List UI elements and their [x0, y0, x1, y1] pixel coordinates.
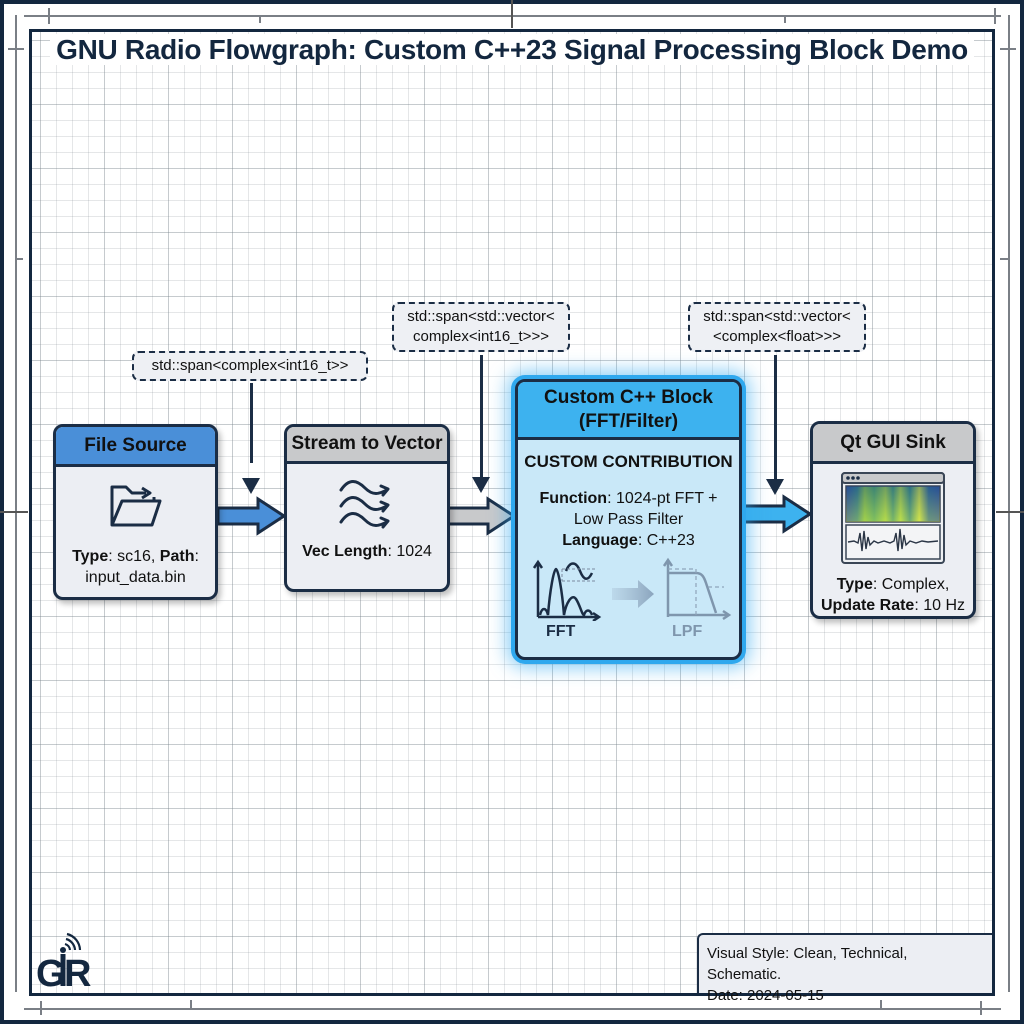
- block-qt-gui-sink[interactable]: Qt GUI Sink: [810, 421, 976, 619]
- block-header: File Source: [56, 427, 215, 467]
- field-value-path: input_data.bin: [85, 569, 186, 586]
- block-title: Stream to Vector: [291, 433, 443, 454]
- field-label: Function: [539, 490, 608, 507]
- type-label-vector-to-custom: std::span<std::vector< complex<int16_t>>…: [392, 302, 570, 352]
- flow-arrow-source-to-vector: [216, 496, 287, 536]
- dimension-tick: [48, 8, 50, 24]
- field-function: Function: 1024-pt FFT +: [539, 490, 718, 507]
- dimension-tick: [1000, 48, 1016, 50]
- type-label-text: std::span<std::vector<: [703, 308, 851, 325]
- dimension-tick: [190, 1000, 192, 1008]
- dimension-tick: [40, 1001, 42, 1015]
- gnu-radio-logo: G R: [36, 930, 98, 995]
- dimension-tick: [980, 1001, 982, 1015]
- connector-line: [250, 383, 253, 463]
- field-label: Vec Length: [302, 543, 388, 560]
- field-value: 10 Hz: [923, 597, 966, 614]
- gr-logo-icon: G R: [36, 932, 91, 995]
- flow-arrow-custom-to-sink: [740, 494, 813, 534]
- diagram-title: GNU Radio Flowgraph: Custom C++23 Signal…: [30, 34, 994, 66]
- field-update-rate: Update Rate: 10 Hz: [820, 597, 966, 614]
- field-label: Path: [159, 548, 195, 565]
- fft-spectrum-icon: [532, 559, 602, 621]
- block-title: Custom C++ Block: [544, 386, 713, 408]
- dimension-line-bottom: [24, 1008, 1001, 1010]
- block-body: CUSTOM CONTRIBUTION Function: 1024-pt FF…: [518, 452, 739, 645]
- block-subtitle: (FFT/Filter): [578, 410, 679, 432]
- legend-visual-style: Visual Style: Clean, Technical, Schemati…: [707, 945, 908, 983]
- field-label: Type: [72, 548, 109, 565]
- block-custom-cpp[interactable]: Custom C++ Block (FFT/Filter) CUSTOM CON…: [515, 379, 742, 660]
- block-body: Type: sc16, Path: input_data.bin: [56, 467, 215, 588]
- transform-arrow-icon: [612, 580, 654, 608]
- down-arrow-icon: [766, 479, 784, 495]
- dimension-tick: [880, 1000, 882, 1008]
- down-arrow-icon: [242, 478, 260, 494]
- field-language: Language: C++23: [562, 532, 695, 549]
- dimension-tick: [511, 0, 513, 28]
- lpf-label: LPF: [672, 623, 703, 640]
- block-file-source[interactable]: File Source Type: sc16, Path: input_data…: [53, 424, 218, 600]
- field-value-continued: Low Pass Filter: [573, 511, 684, 528]
- folder-open-icon: [110, 485, 161, 527]
- field-value: 1024: [396, 543, 432, 560]
- dimension-tick: [259, 15, 261, 23]
- type-label-text: std::span<complex<int16_t>>: [151, 357, 349, 374]
- dimension-tick: [996, 511, 1024, 513]
- block-header: Qt GUI Sink: [813, 424, 973, 464]
- field-label: Type: [836, 576, 873, 593]
- logo-letter-r: R: [64, 953, 91, 990]
- dimension-tick: [8, 48, 24, 50]
- dimension-tick: [994, 8, 996, 24]
- dimension-line-right: [1008, 15, 1010, 992]
- lpf-response-icon: [662, 557, 732, 621]
- field-label: Language: [562, 532, 638, 549]
- block-body: Vec Length: 1024: [287, 464, 447, 561]
- block-header: Custom C++ Block (FFT/Filter): [518, 382, 739, 440]
- block-title: File Source: [84, 434, 187, 456]
- custom-contribution-label: CUSTOM CONTRIBUTION: [524, 452, 733, 471]
- dimension-tick: [15, 258, 23, 260]
- spectrogram-window-icon: [841, 472, 945, 564]
- fft-label: FFT: [546, 623, 576, 640]
- field-value: 1024-pt FFT +: [615, 490, 718, 507]
- type-label-text: std::span<std::vector<: [407, 308, 555, 325]
- dimension-tick: [784, 15, 786, 23]
- block-body: Type: Complex, Update Rate: 10 Hz: [813, 464, 973, 616]
- down-arrow-icon: [472, 477, 490, 493]
- legend-box: Visual Style: Clean, Technical, Schemati…: [697, 933, 992, 1004]
- type-label-text: <complex<float>>>: [712, 328, 841, 345]
- field-value: sc16: [117, 548, 151, 565]
- field-type-path: Type: sc16, Path:: [72, 548, 199, 565]
- field-value: Complex,: [881, 576, 950, 593]
- block-header: Stream to Vector: [287, 427, 447, 464]
- diagram-title-text: GNU Radio Flowgraph: Custom C++23 Signal…: [50, 34, 974, 65]
- field-label: Update Rate: [820, 597, 915, 614]
- flow-arrow-vector-to-custom: [446, 496, 517, 536]
- legend-date: Date: 2024-05-15: [707, 987, 824, 1004]
- type-label-text: complex<int16_t>>>: [413, 328, 549, 345]
- field-vec-length: Vec Length: 1024: [302, 543, 432, 560]
- grid-canvas: [29, 29, 995, 996]
- fft-lpf-illustration: FFT LPF: [518, 557, 739, 645]
- dimension-tick: [0, 511, 28, 513]
- connector-line: [480, 355, 483, 477]
- field-value: C++23: [646, 532, 695, 549]
- block-title: Qt GUI Sink: [840, 431, 946, 453]
- type-label-file-to-vector: std::span<complex<int16_t>>: [132, 351, 368, 381]
- block-stream-to-vector[interactable]: Stream to Vector Vec Length: 1024: [284, 424, 450, 592]
- dimension-line-left: [15, 15, 17, 992]
- dimension-tick: [1000, 258, 1008, 260]
- connector-line: [774, 355, 777, 479]
- type-label-custom-to-sink: std::span<std::vector< <complex<float>>>: [688, 302, 866, 352]
- wave-stream-icon: [339, 480, 390, 529]
- field-type: Type: Complex,: [836, 576, 950, 593]
